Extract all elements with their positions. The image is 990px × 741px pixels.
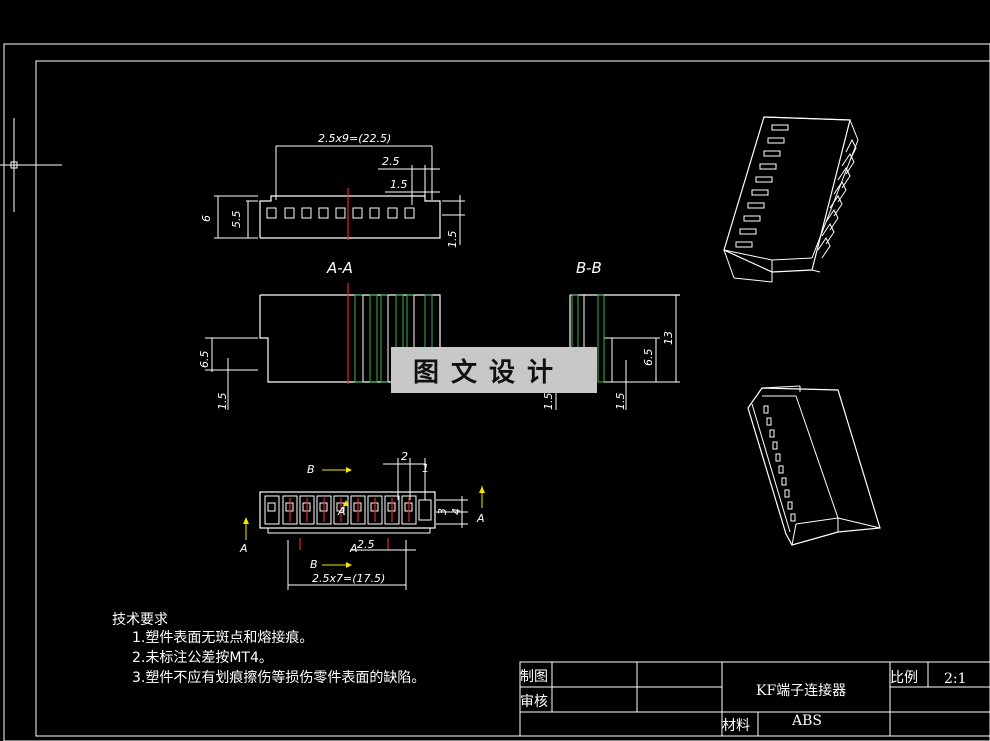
plan-view-red-marks — [289, 498, 410, 550]
dim-aa-6-5: 6.5 — [198, 351, 211, 369]
section-marker-b-top: B — [307, 463, 352, 476]
drawing-title: KF端子连接器 — [756, 682, 846, 699]
dim-top-5-5: 5.5 — [230, 211, 243, 229]
section-marker-b-bottom: B — [310, 558, 352, 571]
drawn-by-label: 制图 — [520, 669, 548, 685]
svg-text:B: B — [307, 463, 315, 476]
svg-text:A: A — [337, 505, 346, 518]
dim-top-pitch: 2.5x9=(22.5) — [318, 132, 391, 145]
svg-text:A: A — [239, 542, 248, 555]
dim-top-1-5: 1.5 — [390, 178, 408, 191]
crosshair-cursor — [0, 118, 62, 212]
iso2-slots — [751, 403, 796, 533]
section-marker-a-mid: A A — [337, 500, 358, 555]
dim-top-6: 6 — [200, 215, 213, 222]
watermark-text: 图文设计 — [413, 357, 565, 388]
note-item-1: 1.塑件表面无斑点和熔接痕。 — [132, 629, 313, 646]
iso-slots-top — [735, 124, 789, 248]
top-view-slots — [266, 207, 415, 219]
svg-text:B: B — [310, 558, 318, 571]
dim-bb-1-5b: 1.5 — [614, 393, 627, 411]
outer-border — [3, 43, 990, 741]
technical-notes: 技术要求 1.塑件表面无斑点和熔接痕。 2.未标注公差按MT4。 3.塑件不应有… — [112, 612, 425, 686]
svg-text:A: A — [349, 542, 358, 555]
watermark: 图文设计 — [391, 347, 597, 393]
dim-plan-pitch: 2.5x7=(17.5) — [312, 572, 385, 585]
section-bb-view: 13 6.5 1.5 1.5 — [542, 294, 680, 411]
section-label-aa: A-A — [326, 259, 353, 277]
dim-plan-4: 4 — [450, 508, 463, 515]
iso-side-ribs — [817, 138, 857, 259]
dim-bb-13: 13 — [662, 331, 675, 345]
material-label: 材料 — [722, 718, 750, 734]
material-value: ABS — [791, 713, 822, 729]
scale-value: 2:1 — [944, 671, 967, 687]
dim-plan-2: 2 — [401, 450, 408, 463]
notes-heading: 技术要求 — [112, 612, 168, 628]
isometric-view-top — [723, 116, 859, 283]
checked-by-label: 审核 — [520, 694, 548, 710]
plan-view: 2 1 3 4 2.5 2.5x7=(17.5) B B A A A — [239, 450, 485, 590]
section-label-bb: B-B — [576, 259, 602, 277]
inner-border — [35, 60, 990, 737]
section-aa-view: 6.5 1.5 — [198, 283, 441, 411]
dim-aa-1-5: 1.5 — [216, 393, 229, 411]
section-marker-a-left: A — [239, 517, 249, 555]
isometric-view-bottom — [747, 385, 881, 546]
dim-top-2-5: 2.5 — [382, 155, 400, 168]
section-marker-a-right: A — [476, 486, 485, 525]
dim-plan-2-5: 2.5 — [357, 538, 375, 551]
dim-plan-1: 1 — [422, 462, 429, 475]
dim-bb-6-5: 6.5 — [642, 349, 655, 367]
note-item-3: 3.塑件不应有划痕擦伤等损伤零件表面的缺陷。 — [132, 669, 425, 686]
dim-top-1-5b: 1.5 — [446, 231, 459, 249]
title-block: 制图 审核 KF端子连接器 材料 ABS 比例 2:1 — [519, 661, 990, 737]
top-view: 2.5x9=(22.5) 2.5 1.5 6 5.5 1.5 — [200, 132, 465, 248]
dim-bb-1-5a: 1.5 — [542, 393, 555, 411]
note-item-2: 2.未标注公差按MT4。 — [132, 650, 273, 666]
svg-text:A: A — [476, 512, 485, 525]
scale-label: 比例 — [890, 670, 918, 686]
dim-plan-3: 3 — [436, 508, 449, 515]
